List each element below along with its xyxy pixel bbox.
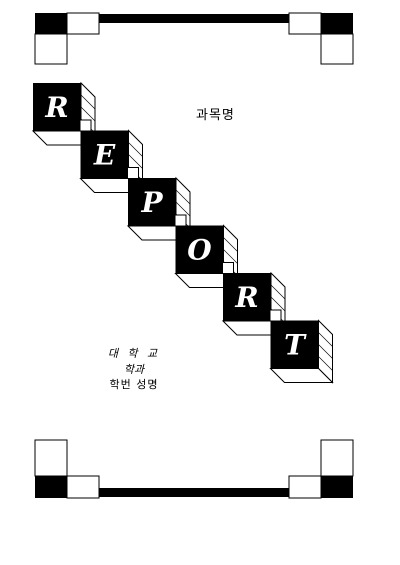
block-front-face — [33, 83, 81, 131]
block-shading-line — [128, 154, 143, 169]
block-front-face — [270, 320, 319, 369]
block-shading-line — [318, 356, 333, 371]
top-frame — [34, 12, 354, 65]
bottom-left-upper-white-square — [34, 439, 68, 477]
bottom-frame — [34, 439, 354, 499]
bottom-right-upper-white-square — [320, 439, 354, 477]
block-letter: R — [44, 91, 68, 124]
block-connector — [174, 214, 187, 227]
subject-label: 과목명 — [196, 108, 235, 123]
block-letter: R — [234, 281, 258, 314]
block-connector — [127, 167, 139, 179]
block-connector — [79, 119, 92, 132]
block-connector — [269, 309, 282, 322]
letter-block-6: T — [269, 319, 334, 384]
block-shading-line — [175, 201, 191, 217]
block-connector — [222, 262, 234, 274]
block-shading-line — [270, 296, 286, 312]
connector-white-square — [174, 214, 187, 227]
block-shading-line — [318, 344, 333, 359]
top-right-white-square — [288, 12, 322, 35]
block-front-face — [80, 130, 129, 179]
block-shading-line — [223, 237, 238, 252]
bottom-left-black-square — [35, 476, 67, 498]
student-id-name-label: 학번 성명 — [109, 378, 159, 391]
top-bar — [99, 14, 291, 23]
block-front-face — [223, 273, 271, 321]
connector-white-square — [269, 309, 282, 322]
block-letter: O — [187, 234, 212, 267]
letter-block-4: O — [174, 224, 239, 289]
top-right-black-square — [321, 13, 353, 34]
bottom-bar — [99, 488, 291, 497]
block-front-face — [128, 178, 176, 226]
block-letter: T — [284, 329, 307, 362]
connector-white-square — [79, 119, 92, 132]
block-shading-line — [128, 142, 143, 157]
block-letter: E — [93, 139, 116, 172]
letter-block-1: R — [31, 81, 97, 147]
block-front-face — [175, 225, 224, 274]
bottom-right-black-square — [321, 476, 353, 498]
school-label: 대 학 교 — [107, 347, 161, 360]
bottom-left-white-square — [66, 475, 100, 499]
block-letter: P — [140, 186, 163, 219]
block-shading-line — [223, 249, 238, 264]
department-label: 학과 — [123, 363, 145, 376]
block-shading-line — [318, 332, 333, 347]
connector-white-square — [127, 167, 139, 179]
top-left-white-square — [66, 12, 100, 35]
bottom-right-white-square — [288, 475, 322, 499]
block-shading-line — [80, 106, 96, 122]
block-shading-line — [175, 189, 191, 205]
block-shading-line — [80, 94, 96, 110]
connector-white-square — [222, 262, 234, 274]
block-shading-line — [270, 284, 286, 300]
top-left-black-square — [35, 13, 67, 34]
top-left-lower-white-square — [34, 33, 68, 65]
top-right-lower-white-square — [320, 33, 354, 65]
letter-block-2: E — [79, 129, 144, 194]
